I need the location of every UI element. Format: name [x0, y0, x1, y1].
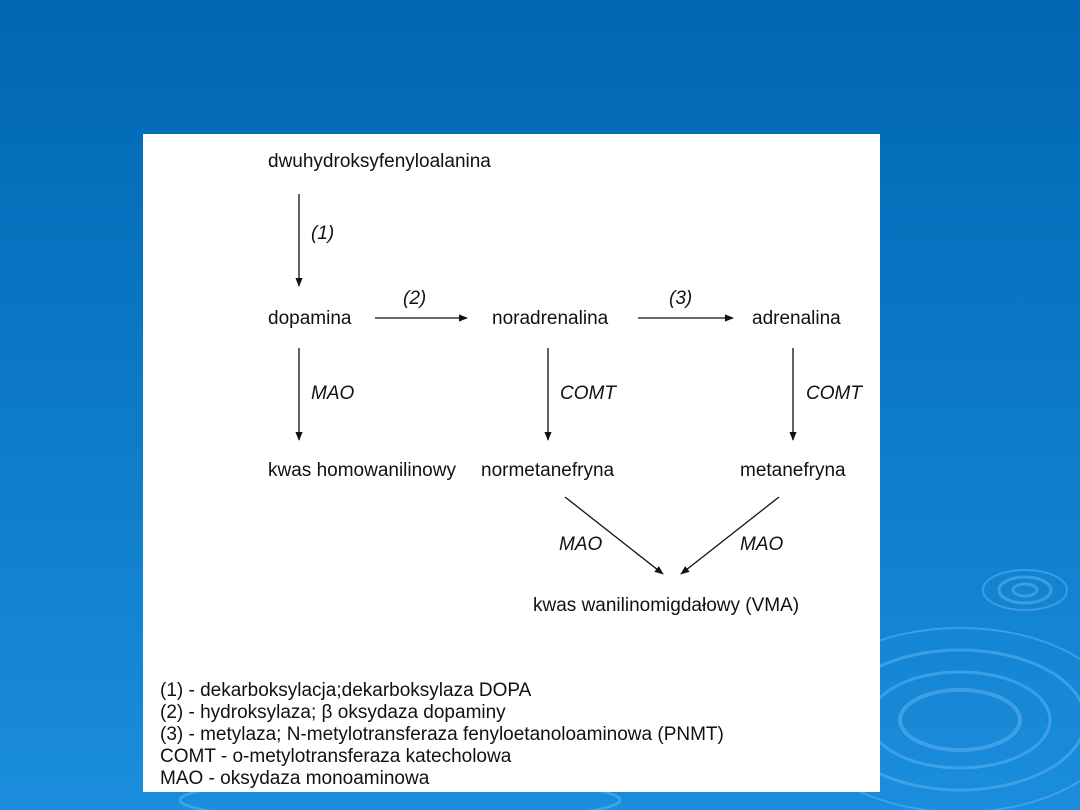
node-adrenalina: adrenalina	[752, 308, 841, 329]
node-normetanefryna: normetanefryna	[481, 460, 615, 481]
pathway-diagram: dwuhydroksyfenyloalanina dopamina noradr…	[268, 151, 863, 616]
legend-item-1: (1) - dekarboksylacja;dekarboksylaza DOP…	[160, 680, 532, 701]
edge-label-mao-metanefryna: MAO	[740, 534, 784, 555]
edge-label-2: (2)	[403, 288, 426, 309]
edge-label-comt-normetanefryna: COMT	[560, 383, 617, 404]
node-metanefryna: metanefryna	[740, 460, 846, 481]
node-hva: kwas homowanilinowy	[268, 460, 456, 481]
node-dopamina: dopamina	[268, 308, 352, 329]
edge-label-mao-normetanefryna: MAO	[559, 534, 603, 555]
node-noradrenalina: noradrenalina	[492, 308, 609, 329]
node-vma: kwas wanilinomigdałowy (VMA)	[533, 595, 799, 616]
edge-label-1: (1)	[311, 223, 334, 244]
edge-label-mao-hva: MAO	[311, 383, 355, 404]
node-dopa: dwuhydroksyfenyloalanina	[268, 151, 491, 172]
legend-item-comt: COMT - o-metylotransferaza katecholowa	[160, 746, 512, 767]
content-panel: dwuhydroksyfenyloalanina dopamina noradr…	[143, 134, 880, 792]
edge-label-comt-metanefryna: COMT	[806, 383, 863, 404]
arrow-normetanefryna-vma	[564, 496, 664, 575]
legend-item-3: (3) - metylaza; N-metylotransferaza feny…	[160, 724, 724, 745]
edge-label-3: (3)	[669, 288, 692, 309]
legend-item-2: (2) - hydroksylaza; β oksydaza dopaminy	[160, 702, 506, 723]
arrow-metanefryna-vma	[680, 496, 780, 575]
legend-item-mao: MAO - oksydaza monoaminowa	[160, 768, 430, 789]
legend: (1) - dekarboksylacja;dekarboksylaza DOP…	[160, 680, 870, 790]
